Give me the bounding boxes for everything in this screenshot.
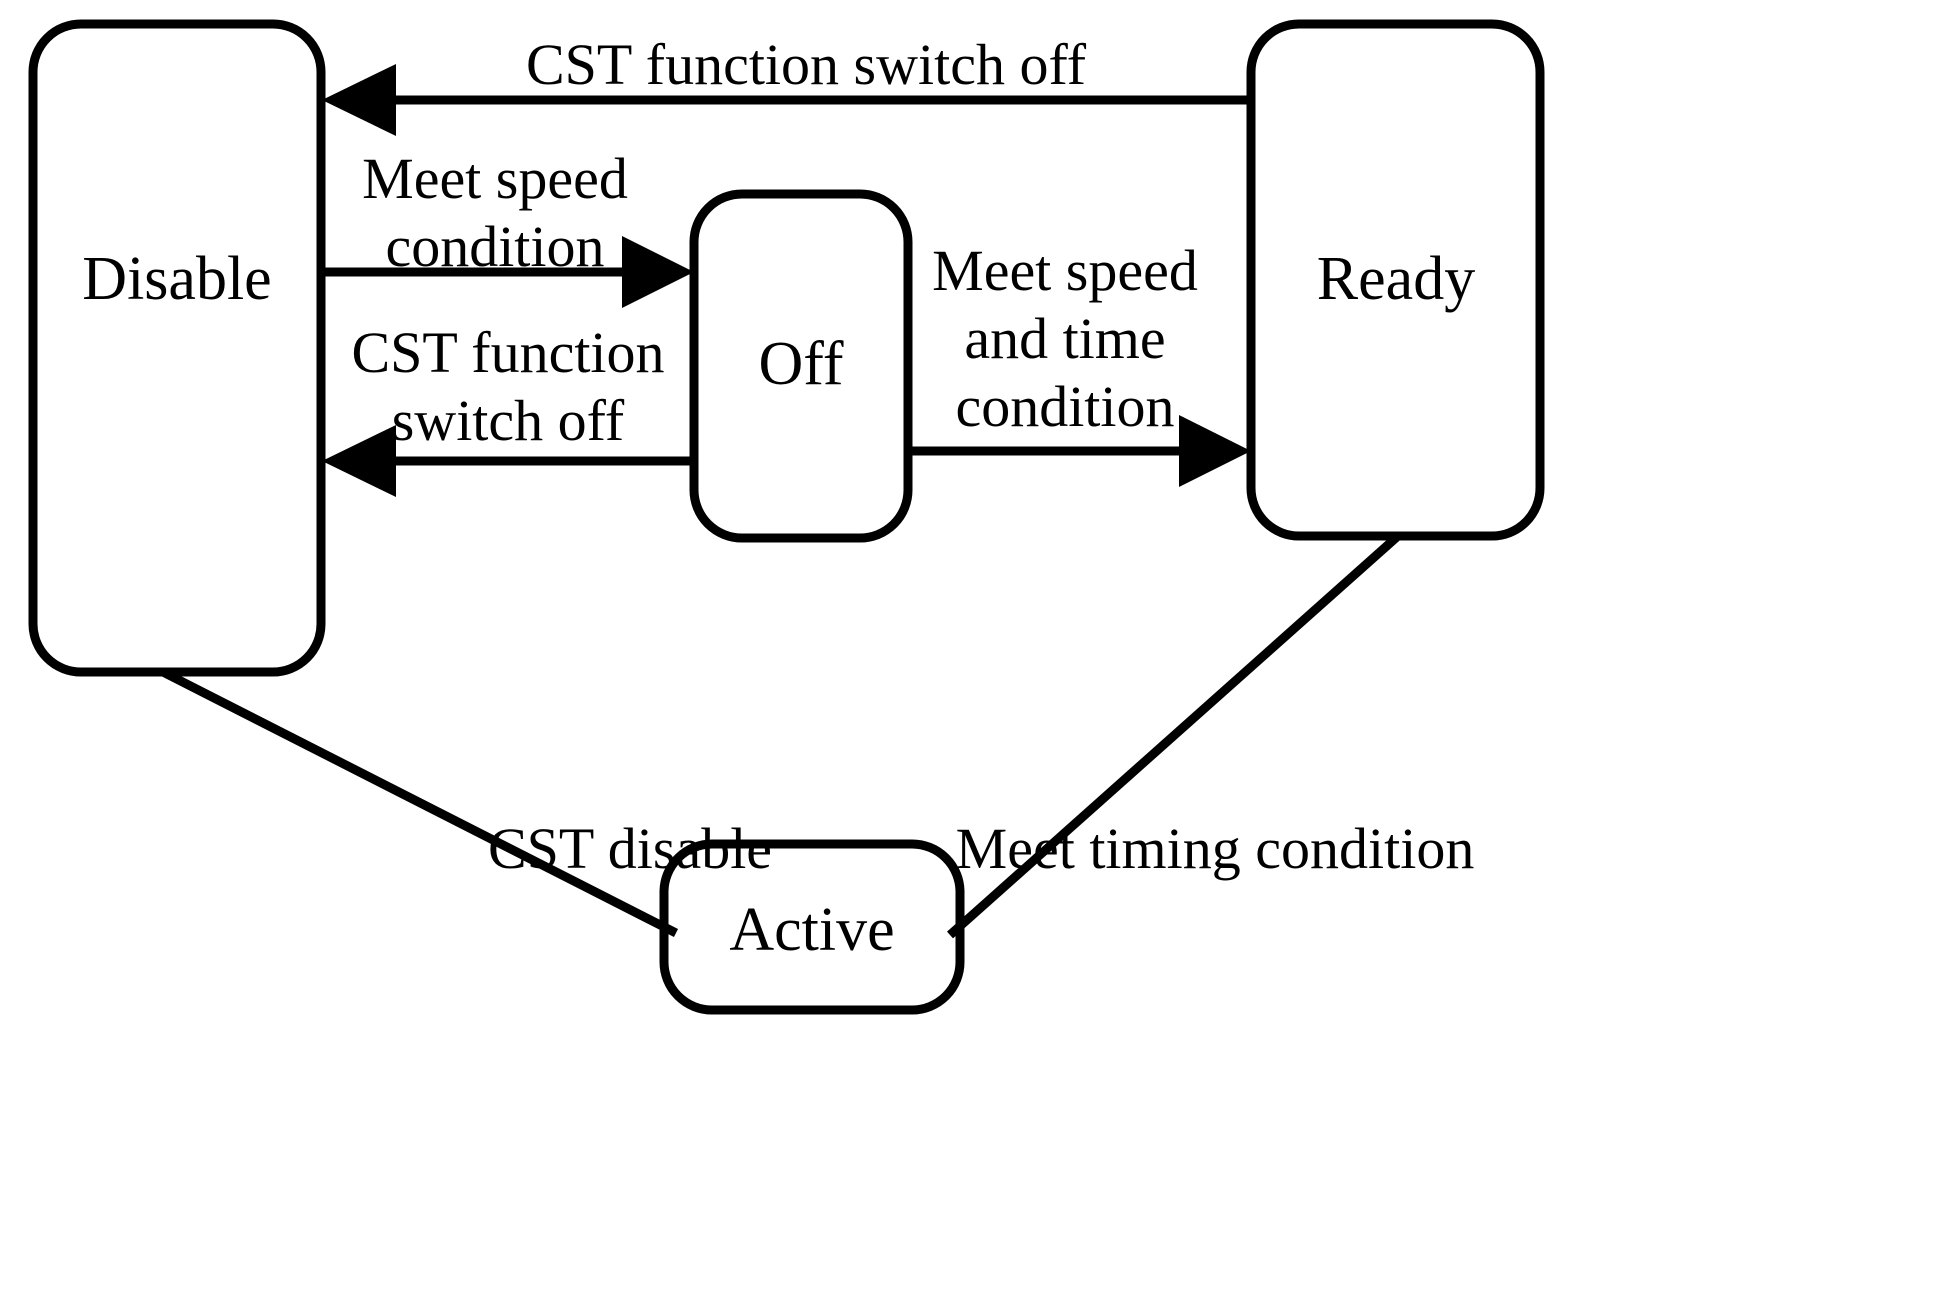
edge-label-disable-to-off-line2: condition	[385, 214, 604, 279]
edge-label-off-to-ready-line3: condition	[955, 374, 1174, 439]
state-label-ready: Ready	[1317, 245, 1475, 313]
arrow-head-ready-to-disable	[322, 64, 396, 136]
edge-label-off-to-ready-line2: and time	[964, 306, 1165, 371]
arrow-head-disable-to-off	[622, 236, 694, 308]
edge-label-active-to-disable: CST disable	[488, 816, 772, 881]
edge-active-to-disable-line	[160, 667, 679, 938]
arrow-head-off-to-disable	[322, 425, 396, 497]
state-label-off: Off	[759, 330, 844, 398]
state-label-disable: Disable	[82, 245, 271, 313]
edge-label-ready-to-disable: CST function switch off	[526, 32, 1087, 97]
edge-label-off-to-disable-line1: CST function	[351, 320, 664, 385]
edge-label-off-to-ready-line1: Meet speed	[932, 238, 1198, 303]
state-node-disable[interactable]	[28, 19, 326, 677]
state-label-active: Active	[729, 896, 894, 964]
edge-label-off-to-disable-line2: switch off	[392, 388, 625, 453]
arrow-head-off-to-ready	[1179, 415, 1251, 487]
edge-label-disable-to-off-line1: Meet speed	[362, 146, 628, 211]
state-node-off[interactable]	[689, 189, 913, 543]
edge-label-ready-to-active: Meet timing condition	[956, 816, 1475, 881]
edge-ready-to-active-line	[947, 532, 1401, 939]
